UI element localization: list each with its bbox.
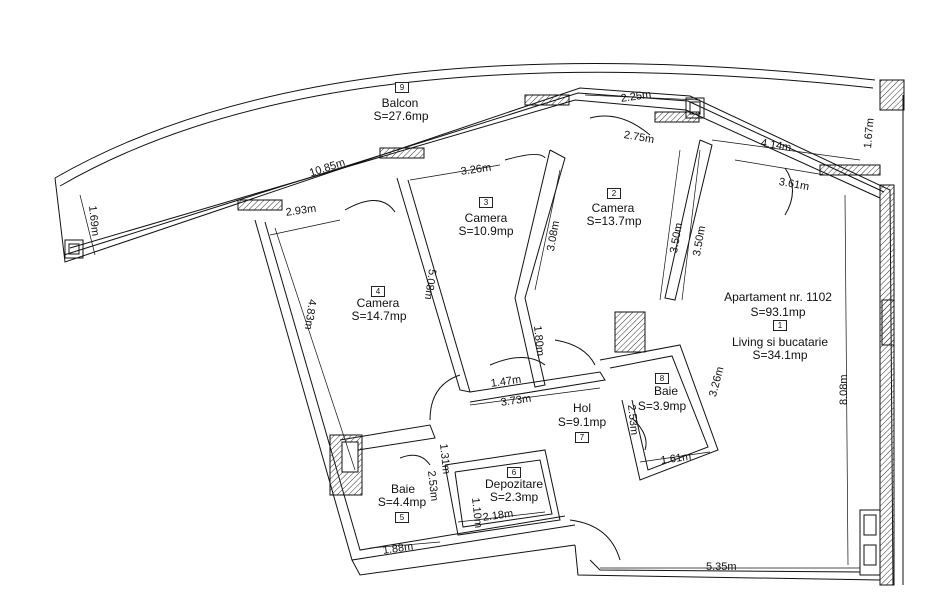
room-area-hol: S=9.1mp xyxy=(557,415,607,429)
apartment-area: S=93.1mp xyxy=(750,305,806,319)
wall-camera2-living xyxy=(664,139,713,301)
room-number-baie8: 8 xyxy=(655,373,669,384)
room-area-camera3: S=10.9mp xyxy=(458,224,514,238)
dimension-label: 8.08m xyxy=(838,374,850,405)
wall-hol-top xyxy=(469,371,606,403)
apartment-title: Apartament nr. 1102 xyxy=(724,290,832,304)
room-name-baie8: Baie xyxy=(653,384,679,398)
door-camera4 xyxy=(344,200,396,213)
room-number-camera2: 2 xyxy=(607,188,621,199)
door-camera2 xyxy=(589,115,651,136)
door-baie8 xyxy=(554,339,596,366)
room-area-camera2: S=13.7mp xyxy=(586,214,642,228)
room-area-living: S=34.1mp xyxy=(752,348,808,362)
window-balcony-4 xyxy=(654,111,700,123)
window-balcony-2 xyxy=(379,147,425,159)
shaft-left xyxy=(64,239,84,259)
door-hol-left xyxy=(429,374,461,421)
wall-baie8 xyxy=(599,344,719,481)
room-area-baie5: S=4.4mp xyxy=(377,495,427,509)
wall-camera4-left xyxy=(254,219,576,561)
room-number-living: 1 xyxy=(773,320,787,331)
room-name-baie5: Baie xyxy=(390,482,416,496)
room-number-camera4: 4 xyxy=(371,286,385,297)
shaft-baie8 xyxy=(614,311,646,353)
room-name-living: Living si bucatarie xyxy=(731,335,829,349)
door-baie8-inner xyxy=(631,417,647,451)
shaft-right xyxy=(859,509,881,576)
room-area-camera4: S=14.7mp xyxy=(351,309,407,323)
door-camera3 xyxy=(504,154,546,161)
door-hol-center xyxy=(489,357,546,366)
room-number-hol: 7 xyxy=(575,432,589,443)
room-name-camera3: Camera xyxy=(464,211,508,225)
shaft-top xyxy=(685,97,705,119)
wall-bottom xyxy=(351,544,576,576)
room-number-baie5: 5 xyxy=(395,512,409,523)
room-area-balcon: S=27.6mp xyxy=(373,109,429,123)
window-right xyxy=(881,299,895,346)
room-name-balcon: Balcon xyxy=(381,96,419,110)
wall-camera3-camera2 xyxy=(514,149,566,388)
wall-depozitare xyxy=(444,449,561,536)
window-balcony-3 xyxy=(524,94,570,106)
room-area-baie8: S=3.9mp xyxy=(637,399,687,413)
wall-baie5-top xyxy=(339,424,436,453)
door-entrance xyxy=(569,519,621,561)
room-name-hol: Hol xyxy=(572,401,592,415)
door-baie5 xyxy=(399,454,431,466)
room-name-depozitare: Depozitare xyxy=(484,477,544,491)
window-balcony-5 xyxy=(819,164,881,176)
window-balcony-1 xyxy=(237,199,283,211)
room-area-depozitare: S=2.3mp xyxy=(489,490,539,504)
door-living xyxy=(784,167,793,216)
room-number-balcon: 9 xyxy=(395,82,409,93)
wall-camera4-camera3 xyxy=(396,177,471,393)
balcony-outer-curve xyxy=(54,63,876,179)
room-number-depozitare: 6 xyxy=(507,467,521,478)
right-exterior-wall xyxy=(879,184,895,586)
room-number-camera3: 3 xyxy=(479,197,493,208)
room-name-camera2: Camera xyxy=(591,201,635,215)
room-name-camera4: Camera xyxy=(356,296,400,310)
dimension-label: 5.35m xyxy=(706,561,737,573)
